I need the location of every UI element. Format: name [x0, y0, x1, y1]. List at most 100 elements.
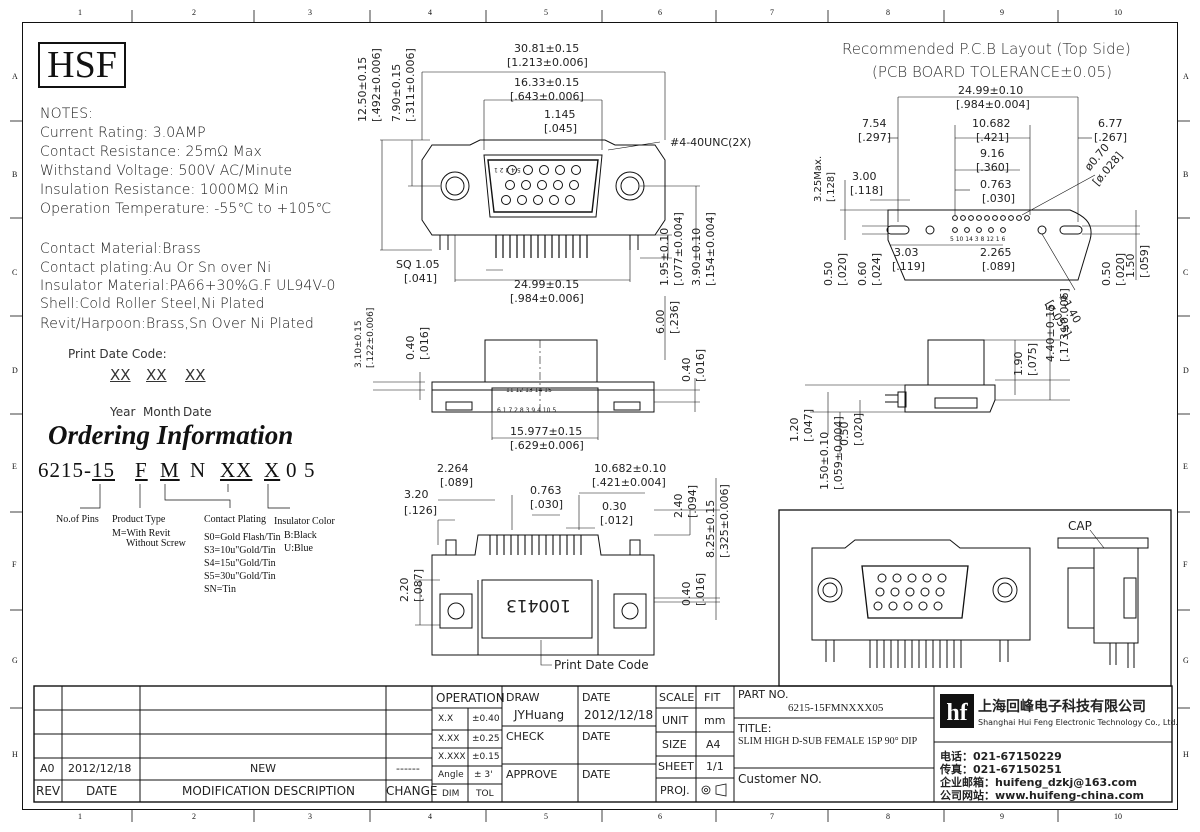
- zone-column-marker: 8: [886, 8, 890, 17]
- side-d2-in: [.030]: [530, 498, 564, 511]
- tb-approve: APPROVE: [506, 768, 558, 781]
- title-block-grid: [33, 685, 1173, 803]
- pcb-overall-in: [.984±0.004]: [956, 98, 1030, 111]
- zone-column-marker: 10: [1114, 812, 1122, 821]
- tb-draw: DRAW: [506, 691, 540, 704]
- pcb-050a: 0.50: [822, 261, 835, 287]
- side-d7: 8.25±0.15: [704, 499, 717, 558]
- print-caption-date: Date: [183, 405, 212, 419]
- detail-side-view: [1057, 529, 1149, 668]
- pcb-mid-in: [.421]: [976, 131, 1010, 144]
- tb-tol-key: X.XXX: [438, 752, 466, 762]
- pcb-150-in: [.059]: [1138, 244, 1151, 278]
- pcb-left-in: [.297]: [858, 131, 892, 144]
- bottom-pins-top: 11 12 13 14 15: [506, 387, 552, 394]
- pcb-050b: 0.50: [1100, 261, 1113, 287]
- tb-date: 2012/12/18: [584, 708, 654, 722]
- side-d5-in: [.126]: [404, 504, 438, 517]
- pcb-0763: 0.763: [980, 178, 1012, 191]
- front-view: [380, 71, 700, 360]
- side-print-date-code: Print Date Code: [554, 658, 649, 672]
- tb-customer-no: Customer NO.: [738, 772, 822, 786]
- tb-fax: 传真：021-67150251: [940, 763, 1062, 776]
- tb-dim: DIM: [442, 789, 460, 799]
- dim-h4: 3.90±0.10: [690, 227, 703, 286]
- zone-row-marker: A: [1183, 72, 1189, 81]
- notes-heading: NOTES:: [40, 106, 94, 122]
- zone-row-marker: E: [1183, 462, 1188, 471]
- print-code-month: XX: [146, 366, 167, 384]
- tb-web: 公司网站：www.huifeng-china.com: [940, 789, 1145, 802]
- label-pins: No.of Pins: [56, 514, 99, 525]
- ordering-leaders: [80, 484, 290, 509]
- dim-height2: 7.90±0.15: [390, 63, 403, 122]
- tb-operation: OPERATION: [436, 691, 505, 705]
- dim-overall-width-in: [1.213±0.006]: [507, 56, 588, 69]
- label-product-m1: M=With Revit: [112, 528, 171, 539]
- pcb-2265-in: [.089]: [982, 260, 1016, 273]
- pcb-pin-row: 5 10 14 3 8 12 1 6: [950, 236, 1006, 243]
- print-code-date: XX: [185, 366, 206, 384]
- pcb-subtitle: (PCB BOARD TOLERANCE±0.05): [872, 63, 1112, 81]
- pcb-060: 0.60: [856, 261, 869, 287]
- zone-row-marker: G: [12, 656, 18, 665]
- pcb-layout: [840, 96, 1140, 291]
- dim-shell-width: 16.33±0.15: [514, 76, 580, 89]
- pcb-916: 9.16: [980, 147, 1005, 160]
- hsf-logo: HSF: [38, 42, 126, 88]
- bottom-d3-in: [.016]: [694, 348, 707, 382]
- tb-rev: A0: [40, 762, 55, 775]
- label-insulator-color: Insulator Color: [274, 516, 335, 527]
- pcb-325-in: [.128]: [826, 171, 837, 202]
- pn-0: 0: [286, 458, 298, 482]
- zone-column-marker: 10: [1114, 8, 1122, 17]
- side-d3: 10.682±0.10: [594, 462, 667, 475]
- pn-xx: XX: [220, 458, 253, 482]
- svg-text:hf: hf: [946, 700, 968, 726]
- side-d8-in: [.087]: [412, 568, 425, 602]
- pn-n: N: [190, 458, 207, 482]
- pcb-left: 7.54: [862, 117, 887, 130]
- tb-tol-val: ±0.40: [472, 714, 500, 724]
- side-d3-in: [.421±0.004]: [592, 476, 666, 489]
- dim-sq: SQ 1.05: [396, 258, 440, 271]
- rs-150: 1.50±0.10: [818, 431, 831, 490]
- ordering-title: Ordering Information: [48, 420, 294, 450]
- tb-change-label: CHANGE: [386, 784, 438, 798]
- zone-row-marker: E: [12, 462, 17, 471]
- bottom-d1-in: [.122±0.006]: [366, 307, 376, 368]
- plating-option: S0=Gold Flash/Tin: [204, 532, 281, 543]
- zone-column-marker: 9: [1000, 812, 1004, 821]
- tb-tol: TOL: [476, 789, 494, 799]
- pcb-150: 1.50: [1124, 253, 1137, 279]
- dim-h3-in: [.077±0.004]: [672, 212, 685, 286]
- zone-row-marker: D: [1183, 366, 1189, 375]
- detail-cap-label: CAP: [1068, 519, 1092, 533]
- dim-height1: 12.50±0.15: [356, 56, 369, 122]
- company-logo-icon: hf: [940, 694, 974, 728]
- label-contact-plating: Contact Plating: [204, 514, 266, 525]
- dim-thread: #4-40UNC(2X): [670, 136, 752, 149]
- pcb-right-in: [.267]: [1094, 131, 1128, 144]
- tb-rev-label: REV: [36, 784, 61, 798]
- pcb-2265: 2.265: [980, 246, 1012, 259]
- rs-190-in: [.075]: [1026, 342, 1039, 376]
- bottom-pins-bot: 6 1 7 2 8 3 9 4 10 5: [497, 407, 557, 414]
- zone-row-marker: C: [1183, 268, 1189, 277]
- dim-hole-pitch: 24.99±0.15: [514, 278, 580, 291]
- side-d8: 2.20: [398, 577, 411, 603]
- zone-column-marker: 2: [192, 8, 196, 17]
- tb-mod-desc-label: MODIFICATION DESCRIPTION: [182, 784, 356, 798]
- tb-fit: FIT: [704, 691, 721, 704]
- rs-190: 1.90: [1012, 351, 1025, 377]
- zone-column-marker: 3: [308, 8, 312, 17]
- tb-rev-desc: NEW: [250, 762, 277, 775]
- side-d1: 2.264: [437, 462, 469, 475]
- bottom-d2-in: [.016]: [418, 326, 431, 360]
- zone-row-marker: H: [1183, 750, 1189, 759]
- pn-x: X: [264, 458, 281, 482]
- bottom-d3: 0.40: [680, 357, 693, 383]
- zone-row-marker: F: [1183, 560, 1188, 569]
- bottom-view: [373, 339, 700, 440]
